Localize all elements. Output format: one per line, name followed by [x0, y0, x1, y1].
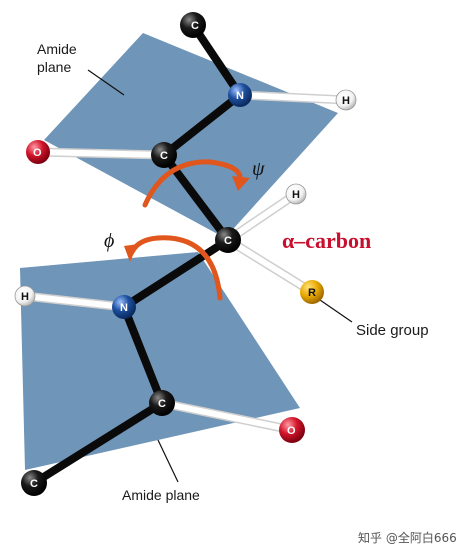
atom-carbon-bottom: C	[21, 470, 47, 496]
phi-rotation-arrow	[124, 235, 223, 301]
atom-carbon-top: C	[180, 12, 206, 38]
amide-plane-bottom-pointer	[157, 439, 179, 483]
svg-text:H: H	[292, 189, 300, 201]
amide-plane-top-label-line2: plane	[37, 59, 71, 75]
psi-label: ψ	[252, 158, 265, 180]
svg-text:C: C	[224, 235, 232, 247]
atom-hydrogen-top-right: H	[335, 89, 357, 111]
svg-text:R: R	[308, 287, 316, 299]
phi-label: ϕ	[104, 230, 114, 252]
amide-plane-top-label-line1: Amide	[37, 41, 77, 57]
svg-text:H: H	[21, 291, 29, 303]
white-bonds-highlight	[22, 92, 349, 433]
svg-text:C: C	[30, 478, 38, 490]
atom-nitrogen-top: N	[228, 83, 252, 107]
amide-plane-top-pointer	[87, 69, 125, 96]
atom-carbonyl-carbon-bottom: C	[149, 390, 175, 416]
atom-nitrogen-bottom: N	[112, 295, 136, 319]
atom-oxygen-right: O	[279, 417, 305, 443]
atom-carbonyl-carbon-top: C	[151, 142, 177, 168]
atom-oxygen-left: O	[26, 140, 50, 164]
atom-hydrogen-alpha: H	[285, 183, 307, 205]
atom-hydrogen-left: H	[14, 285, 36, 307]
atom-r-group: R	[300, 280, 324, 304]
watermark: 知乎 @全阿白666	[358, 530, 457, 545]
svg-text:O: O	[287, 425, 296, 437]
atom-alpha-carbon: C	[215, 227, 241, 253]
svg-text:N: N	[236, 90, 244, 102]
svg-text:N: N	[120, 302, 128, 314]
side-group-pointer	[319, 299, 353, 323]
svg-text:H: H	[342, 95, 350, 107]
svg-text:O: O	[33, 147, 42, 159]
amide-plane-bottom-label: Amide plane	[122, 487, 200, 503]
svg-text:C: C	[160, 150, 168, 162]
side-group-label: Side group	[356, 322, 429, 339]
psi-rotation-arrow	[142, 159, 250, 208]
alpha-carbon-label: α–carbon	[282, 228, 371, 253]
svg-text:C: C	[191, 20, 199, 32]
svg-text:C: C	[158, 398, 166, 410]
